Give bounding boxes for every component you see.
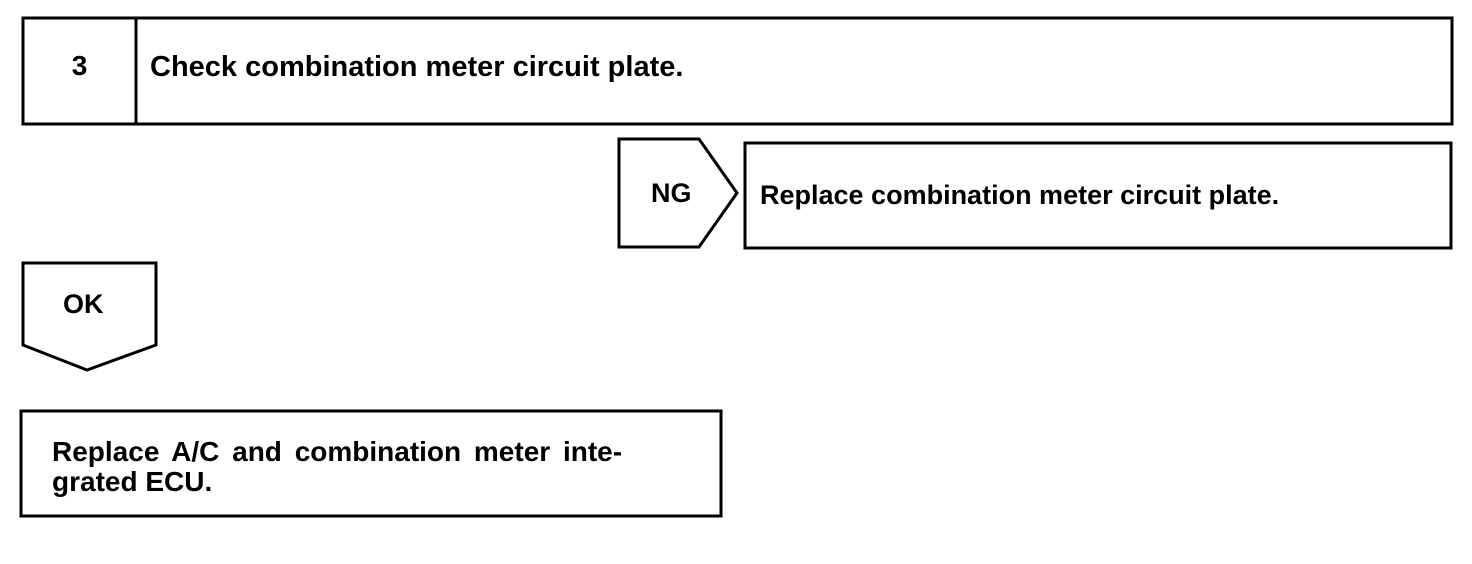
final-action-line: grated ECU. (52, 466, 213, 497)
final-action-line: Replace A/C and combination meter inte- (52, 436, 623, 467)
ok-arrow-shape (21, 261, 158, 372)
ng-branch-label: NG (651, 178, 692, 208)
ng-action-box (743, 141, 1453, 250)
step-number: 3 (71, 50, 88, 81)
step-title: Check combination meter circuit plate. (150, 51, 684, 83)
final-action-text: Replace A/C and combination meter inte- … (52, 437, 702, 497)
ng-arrow-shape (617, 137, 739, 249)
ok-branch-label: OK (63, 289, 104, 319)
final-action-box (19, 409, 723, 518)
step-header-box (21, 16, 1454, 126)
ng-action-text: Replace combination meter circuit plate. (760, 180, 1280, 210)
